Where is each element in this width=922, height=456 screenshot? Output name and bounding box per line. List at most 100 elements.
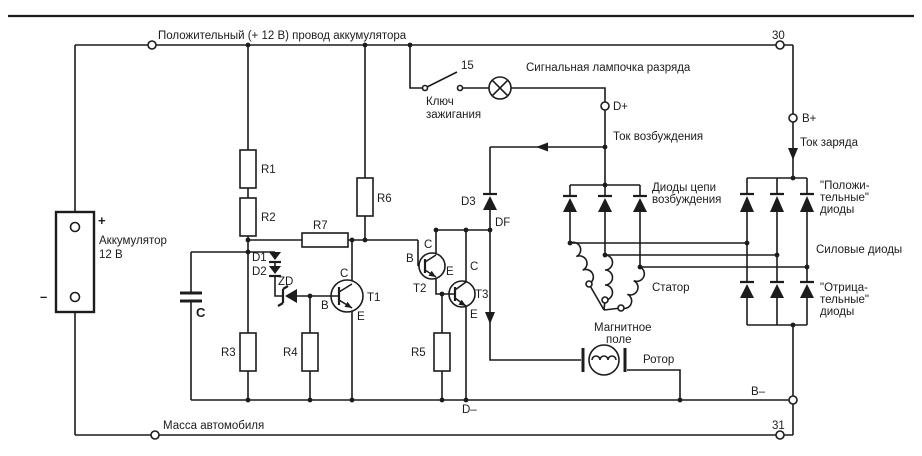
r2-label: R2	[261, 212, 276, 224]
positive-diodes: "Положи- тельные" диоды	[740, 180, 870, 216]
dminus-label: D–	[462, 404, 477, 416]
c-label: C	[196, 305, 206, 320]
resistor-r4: R4	[283, 332, 319, 372]
warning-lamp-label: Сигнальная лампочка разряда	[526, 62, 691, 74]
switch-contact	[456, 84, 464, 92]
bplus-label: B+	[802, 113, 817, 125]
rotor-circle	[588, 344, 620, 376]
bplus-terminal: B+ Ток заряда	[788, 113, 859, 160]
magnetic-field-label-1: Магнитное	[594, 322, 651, 334]
dminus-terminal: D–	[462, 404, 477, 416]
dplus-terminal: D+ Ток возбуждения	[536, 101, 703, 152]
charge-current-arrow	[788, 148, 798, 160]
rotor-winding	[591, 355, 617, 361]
battery-plus-sign: +	[98, 213, 106, 228]
dplus-label: D+	[613, 101, 628, 113]
r7-label: R7	[313, 220, 328, 232]
positive-diodes-label-3: диоды	[820, 204, 854, 216]
r5-label: R5	[411, 347, 426, 359]
power-diodes-label-group: Силовые диоды	[816, 244, 902, 256]
junction-dots	[245, 42, 810, 403]
battery-body	[54, 210, 96, 314]
t1-pin-b: B	[321, 300, 329, 312]
positive-wire-label: Положительный (+ 12 В) провод аккумулято…	[158, 30, 407, 42]
stator-phase-terminal	[617, 304, 625, 312]
field-diodes-label-1: Диоды цепи	[652, 182, 716, 194]
capacitor-plates	[180, 291, 202, 303]
excitation-current-arrow	[536, 142, 548, 152]
transistor-t1: T1 C B E	[321, 268, 380, 323]
d3-label: D3	[461, 196, 476, 208]
resistor-r6: R6	[356, 177, 392, 217]
terminal-31-circle	[775, 430, 785, 440]
ignition-key-label-2: зажигания	[426, 109, 481, 121]
positive-bus: Положительный (+ 12 В) провод аккумулято…	[147, 30, 785, 50]
power-diodes-label: Силовые диоды	[816, 244, 902, 256]
positive-diodes-label-1: "Положи-	[820, 180, 870, 192]
r4-label: R4	[283, 347, 298, 359]
terminal-30-label: 30	[772, 30, 785, 42]
charge-current-label: Ток заряда	[800, 137, 859, 149]
battery: + – Аккумулятор 12 В	[40, 210, 167, 314]
t3-label: T3	[475, 289, 488, 301]
ignition-switch-blade	[424, 71, 458, 89]
transistor-t3: T3 C E	[448, 261, 488, 321]
ignition-key-label-1: Ключ	[426, 96, 454, 108]
battery-negative-post	[69, 291, 81, 303]
rotor-label: Ротор	[643, 354, 674, 366]
zener-diode-zd: ZD	[277, 276, 297, 307]
dplus-circle	[600, 101, 610, 111]
resistor-r7: R7	[301, 220, 349, 248]
t2-pin-e: E	[446, 266, 454, 278]
transistor-t2: T2 C B E	[406, 239, 454, 295]
lamp-cross	[491, 79, 509, 97]
field-diodes-label-2: возбуждения	[652, 194, 721, 206]
ground-bus: Масса автомобиля 31	[150, 420, 785, 440]
terminal-30-circle	[775, 40, 785, 50]
resistor-r5: R5	[411, 332, 451, 372]
t2-pin-c: C	[424, 239, 432, 251]
negative-diodes: "Отрица- тельные" диоды	[740, 280, 869, 318]
rotor-brushes	[581, 348, 627, 372]
capacitor-c: C	[180, 291, 206, 320]
stator: Статор	[569, 241, 690, 312]
t1-pin-e: E	[357, 311, 365, 323]
bminus-label: B–	[751, 386, 766, 398]
positive-diodes-label-2: тельные"	[820, 192, 869, 204]
battery-label-2: 12 В	[99, 249, 123, 261]
df-label: DF	[495, 217, 510, 229]
battery-label-1: Аккумулятор	[99, 235, 167, 247]
ground-wire-label: Масса автомобиля	[163, 420, 264, 432]
battery-positive-post	[69, 221, 81, 233]
field-current-arrow	[485, 312, 495, 324]
resistor-r1: R1	[239, 149, 276, 189]
warning-lamp: Сигнальная лампочка разряда	[488, 62, 691, 100]
terminal-15-label: 15	[461, 60, 474, 72]
zd-label: ZD	[278, 276, 293, 288]
t2-pin-b: B	[406, 253, 414, 265]
stator-phase-terminal	[585, 280, 593, 288]
negative-diodes-label-2: тельные"	[820, 294, 869, 306]
resistor-r3: R3	[221, 332, 257, 372]
negative-diodes-label-3: диоды	[820, 306, 854, 318]
t3-pin-c: C	[470, 261, 478, 273]
d2-label: D2	[252, 266, 267, 278]
terminal-31-label: 31	[772, 420, 785, 432]
t1-pin-c: C	[340, 268, 348, 280]
stator-label: Статор	[652, 282, 690, 294]
t1-label: T1	[367, 292, 380, 304]
switch-contact	[421, 84, 429, 92]
rotor: Магнитное поле Ротор	[581, 322, 674, 376]
diode-d3: D3	[461, 192, 497, 210]
stator-phase-terminal	[601, 296, 609, 304]
bminus-terminal: B–	[751, 386, 798, 405]
bminus-circle	[788, 395, 798, 405]
terminal-circle	[150, 430, 160, 440]
d1-label: D1	[252, 252, 267, 264]
t3-pin-e: E	[470, 309, 478, 321]
magnetic-field-label-2: поле	[606, 334, 631, 346]
excitation-current-label: Ток возбуждения	[613, 131, 703, 143]
df-node: DF	[485, 217, 510, 324]
